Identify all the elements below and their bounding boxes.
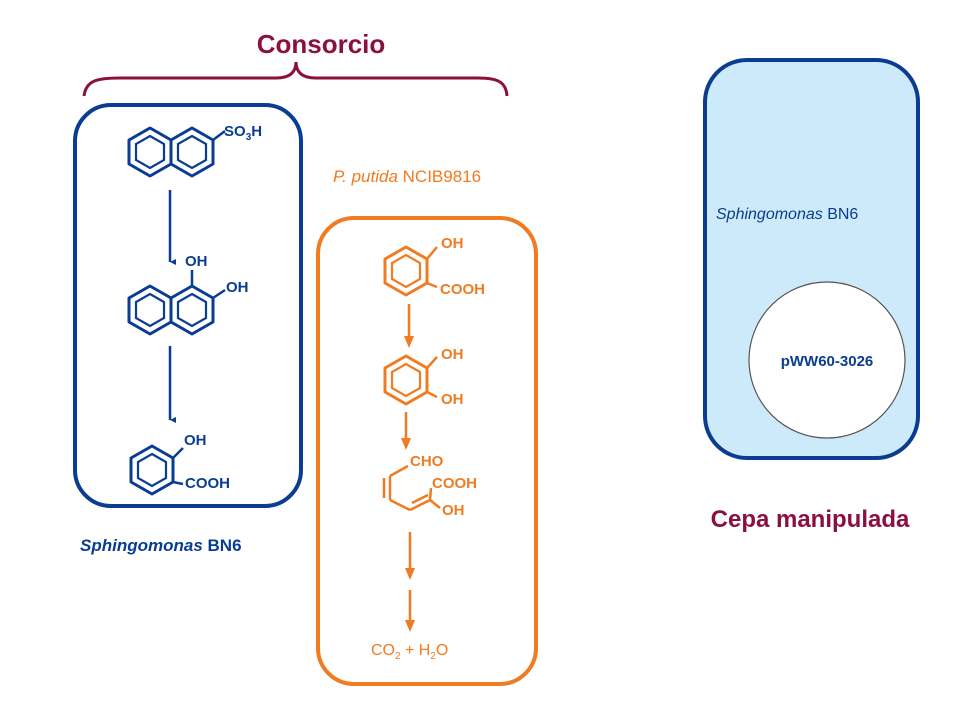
dhn-oh1-label: OH [185,253,208,270]
sphingomonas-cell [73,103,303,508]
dhn-oh2-label: OH [226,279,249,296]
arrow-right-1-head [404,336,414,348]
pputida-cell [316,216,538,686]
salicylate-right-oh-label: OH [441,235,464,252]
arrow-right-3-head [405,568,415,580]
final-products-label: CO2 + H2O [371,642,448,662]
catechol-oh2-label: OH [441,391,464,408]
cleavage-cooh-label: COOH [432,475,477,492]
plasmid-circle [748,281,906,439]
salicylate-molecule-left [129,444,184,496]
cleavage-cho-label: CHO [410,453,444,470]
salicylate-molecule-right [383,245,438,297]
arrow-right-4-head [405,620,415,632]
plasmid-label: pWW60-3026 [781,353,874,370]
catechol-oh1-label: OH [441,346,464,363]
diagram-title: Consorcio [257,29,386,59]
ring-cleavage-molecule [382,464,441,512]
salicylate-left-cooh-label: COOH [185,475,230,492]
naphthalene-sulfonate-molecule [127,126,226,178]
salicylate-left-oh-label: OH [184,432,207,449]
pputida-caption: P. putida NCIB9816 [333,167,481,186]
engineered-caption: Cepa manipulada [711,506,910,533]
salicylate-right-cooh-label: COOH [440,281,485,298]
consortium-brace [82,61,509,97]
engineered-organism-label: Sphingomonas BN6 [716,206,858,223]
cleavage-oh-label: OH [442,502,465,519]
dihydroxynaphthalene-molecule [127,270,226,336]
arrow-right-2-head [401,438,411,450]
sulfonate-label: SO3H [224,123,262,143]
catechol-molecule [383,354,438,406]
sphingomonas-caption: Sphingomonas BN6 [80,536,242,555]
